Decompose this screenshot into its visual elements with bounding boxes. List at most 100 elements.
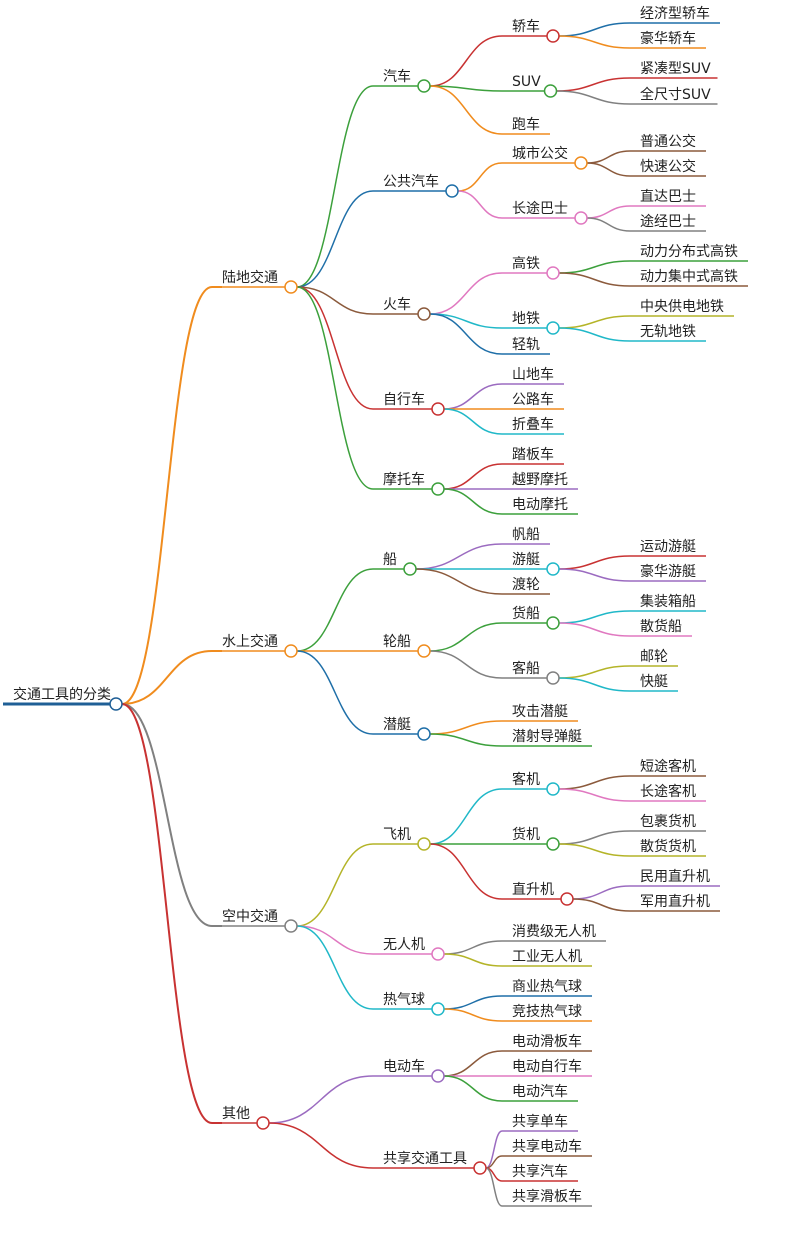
node-label: 货机: [512, 826, 540, 843]
expand-toggle[interactable]: [417, 79, 431, 93]
connector-line: [558, 315, 640, 329]
connector-line: [572, 885, 640, 900]
connector-line: [586, 217, 640, 232]
connector-line: [268, 1122, 383, 1169]
expand-toggle[interactable]: [560, 892, 574, 906]
expand-toggle[interactable]: [574, 211, 588, 225]
connector-line: [572, 898, 640, 912]
node-label: 商业热气球: [512, 979, 582, 995]
node-label: 电动滑板车: [512, 1033, 582, 1050]
connector-line: [296, 190, 383, 288]
expand-toggle[interactable]: [256, 1116, 270, 1130]
node-label: 共享单车: [512, 1113, 568, 1130]
connector-line: [485, 1167, 512, 1182]
node-label: 豪华游艇: [640, 564, 696, 580]
node-label: 快艇: [640, 674, 668, 690]
connector-line: [558, 35, 640, 49]
node-label: 帆船: [512, 527, 540, 543]
connector-line: [558, 568, 640, 582]
connector-line: [443, 940, 512, 955]
mindmap-edges: [3, 22, 748, 1207]
node-label: 高铁: [512, 255, 540, 272]
expand-toggle[interactable]: [546, 562, 560, 576]
node-label: 客船: [512, 660, 540, 677]
node-label: 动力分布式高铁: [640, 243, 738, 260]
connector-line: [558, 22, 640, 37]
expand-toggle[interactable]: [546, 321, 560, 335]
expand-toggle[interactable]: [403, 562, 417, 576]
connector-line: [415, 543, 512, 570]
node-label: 经济型轿车: [640, 5, 710, 22]
node-label: 跑车: [512, 116, 540, 133]
node-label: 空中交通: [222, 908, 278, 925]
expand-toggle[interactable]: [417, 644, 431, 658]
connector-line: [485, 1155, 512, 1169]
connector-line: [296, 286, 383, 315]
expand-toggle[interactable]: [431, 402, 445, 416]
node-label: 长途客机: [640, 783, 696, 800]
node-label: 游艇: [512, 552, 540, 568]
node-label: SUV: [512, 74, 541, 90]
expand-toggle[interactable]: [543, 84, 558, 98]
node-label: 攻击潜艇: [512, 704, 568, 720]
expand-toggle[interactable]: [546, 616, 560, 630]
expand-toggle[interactable]: [109, 697, 123, 711]
expand-toggle[interactable]: [284, 280, 298, 294]
expand-toggle[interactable]: [431, 947, 445, 961]
connector-line: [556, 77, 640, 92]
node-label: 折叠车: [512, 416, 554, 433]
expand-toggle[interactable]: [546, 782, 560, 796]
connector-line: [443, 953, 512, 967]
connector-line: [296, 286, 383, 410]
expand-toggle[interactable]: [473, 1161, 487, 1175]
node-label: 快速公交: [640, 158, 696, 175]
node-label: 共享滑板车: [512, 1188, 582, 1205]
expand-toggle[interactable]: [574, 156, 588, 170]
node-label: 豪华轿车: [640, 30, 696, 47]
node-label: 山地车: [512, 366, 554, 383]
node-label: 货船: [512, 605, 540, 622]
connector-line: [457, 162, 512, 192]
expand-toggle[interactable]: [284, 644, 298, 658]
connector-line: [268, 1075, 383, 1124]
node-label: 陆地交通: [222, 269, 278, 286]
expand-toggle[interactable]: [431, 1002, 445, 1016]
expand-toggle[interactable]: [431, 482, 445, 496]
expand-toggle[interactable]: [546, 29, 560, 43]
connector-line: [443, 408, 512, 435]
expand-toggle[interactable]: [284, 919, 298, 933]
connector-line: [558, 622, 640, 637]
node-label: 消费级无人机: [512, 924, 596, 940]
expand-toggle[interactable]: [445, 184, 459, 198]
expand-toggle[interactable]: [546, 266, 560, 280]
node-label: 无人机: [383, 937, 425, 953]
connector-line: [558, 677, 640, 692]
node-label: 共享汽车: [512, 1163, 568, 1180]
connector-line: [443, 1050, 512, 1077]
expand-toggle[interactable]: [546, 837, 560, 851]
node-label: 城市公交: [512, 145, 568, 162]
node-label: 电动自行车: [512, 1058, 582, 1075]
node-label: 途经巴士: [640, 213, 696, 230]
node-label: 地铁: [512, 311, 540, 327]
expand-toggle[interactable]: [417, 307, 431, 321]
node-label: 直升机: [512, 881, 554, 898]
connector-line: [558, 775, 640, 790]
node-label: 电动汽车: [512, 1083, 568, 1100]
node-label: 船: [383, 552, 397, 568]
connector-line: [586, 205, 640, 219]
expand-toggle[interactable]: [417, 837, 431, 851]
node-label: 汽车: [383, 68, 411, 85]
connector-line: [415, 568, 512, 595]
node-label: 紧凑型SUV: [640, 60, 711, 77]
expand-toggle[interactable]: [417, 727, 431, 741]
expand-toggle[interactable]: [546, 671, 560, 685]
connector-line: [443, 383, 512, 410]
connector-line: [296, 925, 383, 1010]
expand-toggle[interactable]: [431, 1069, 445, 1083]
node-label: 散货货机: [640, 838, 696, 855]
node-label: 客机: [512, 771, 540, 788]
node-label: 直达巴士: [640, 188, 696, 205]
connector-line: [558, 327, 640, 342]
